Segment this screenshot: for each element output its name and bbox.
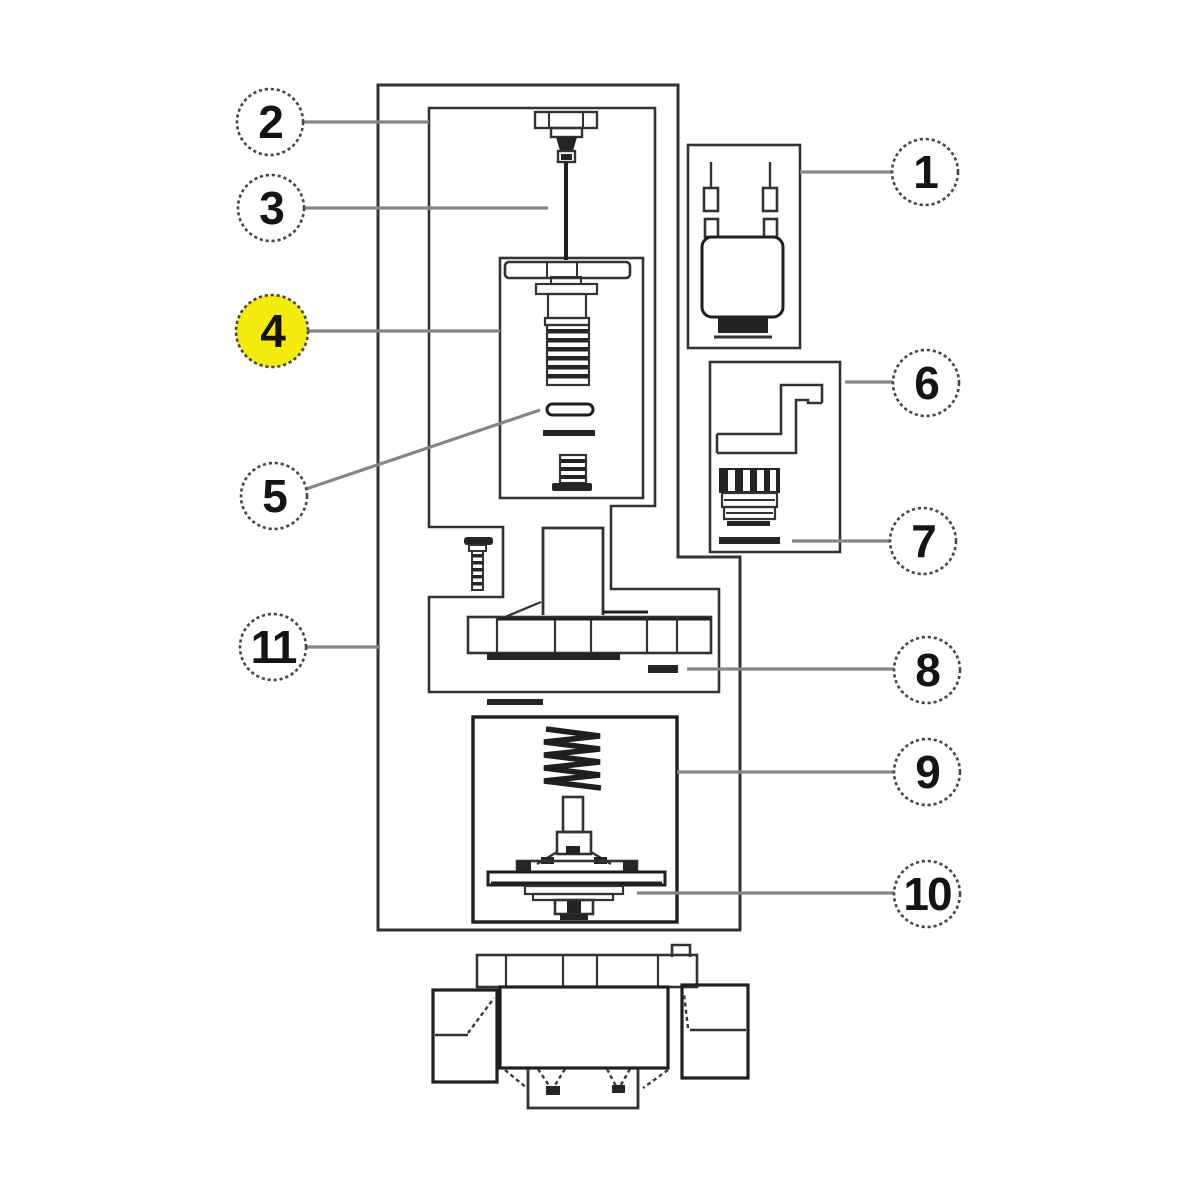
callout-8[interactable]: 8 [892, 635, 962, 705]
upper-subassembly-box-2 [427, 106, 721, 694]
pressure-spring [543, 726, 602, 791]
bonnet-cartridge-parts [503, 260, 632, 491]
valve-bonnet-body [466, 526, 713, 705]
washer-part-5 [545, 402, 595, 417]
screen-part-8 [648, 665, 678, 673]
callout-3[interactable]: 3 [236, 173, 306, 243]
bracket-tube [715, 383, 824, 455]
valve-body [431, 943, 750, 1110]
callouts: 1 2 3 4 5 6 7 8 [234, 87, 962, 929]
adjusting-handle [533, 110, 599, 164]
svg-text:9: 9 [915, 746, 939, 798]
callout-7[interactable]: 7 [888, 506, 958, 576]
threaded-plug-part-7 [719, 468, 780, 544]
svg-text:2: 2 [258, 96, 282, 148]
callout-4-highlighted[interactable]: 4 [234, 293, 310, 369]
filter-strip [719, 537, 780, 544]
svg-text:11: 11 [251, 621, 297, 673]
callout-11[interactable]: 11 [238, 612, 308, 682]
solenoid-parts [700, 162, 785, 339]
mounting-screw [464, 537, 493, 591]
svg-text:3: 3 [259, 182, 283, 234]
callout-6[interactable]: 6 [891, 348, 961, 418]
bonnet-cartridge-box-4 [498, 256, 645, 500]
callout-2[interactable]: 2 [235, 87, 305, 157]
gasket-bar [543, 430, 595, 436]
leader-5 [305, 408, 541, 491]
bonnet-gasket [487, 653, 620, 660]
callout-9[interactable]: 9 [892, 737, 962, 807]
diaphragm-box-9 [471, 715, 679, 924]
svg-text:5: 5 [262, 470, 287, 522]
callout-5[interactable]: 5 [239, 461, 309, 531]
svg-text:4: 4 [260, 305, 286, 357]
callout-1[interactable]: 1 [890, 137, 960, 207]
diaphragm-assembly [486, 795, 667, 920]
svg-text:1: 1 [913, 146, 938, 198]
solenoid-box-1 [686, 143, 802, 350]
callout-10[interactable]: 10 [892, 859, 962, 929]
bracket-box-6 [708, 360, 842, 554]
svg-text:10: 10 [903, 868, 951, 920]
outer-assembly-box-11 [376, 83, 742, 932]
svg-text:6: 6 [914, 357, 938, 409]
svg-text:8: 8 [915, 644, 940, 696]
leader-lines [303, 120, 894, 895]
svg-text:7: 7 [911, 515, 935, 567]
